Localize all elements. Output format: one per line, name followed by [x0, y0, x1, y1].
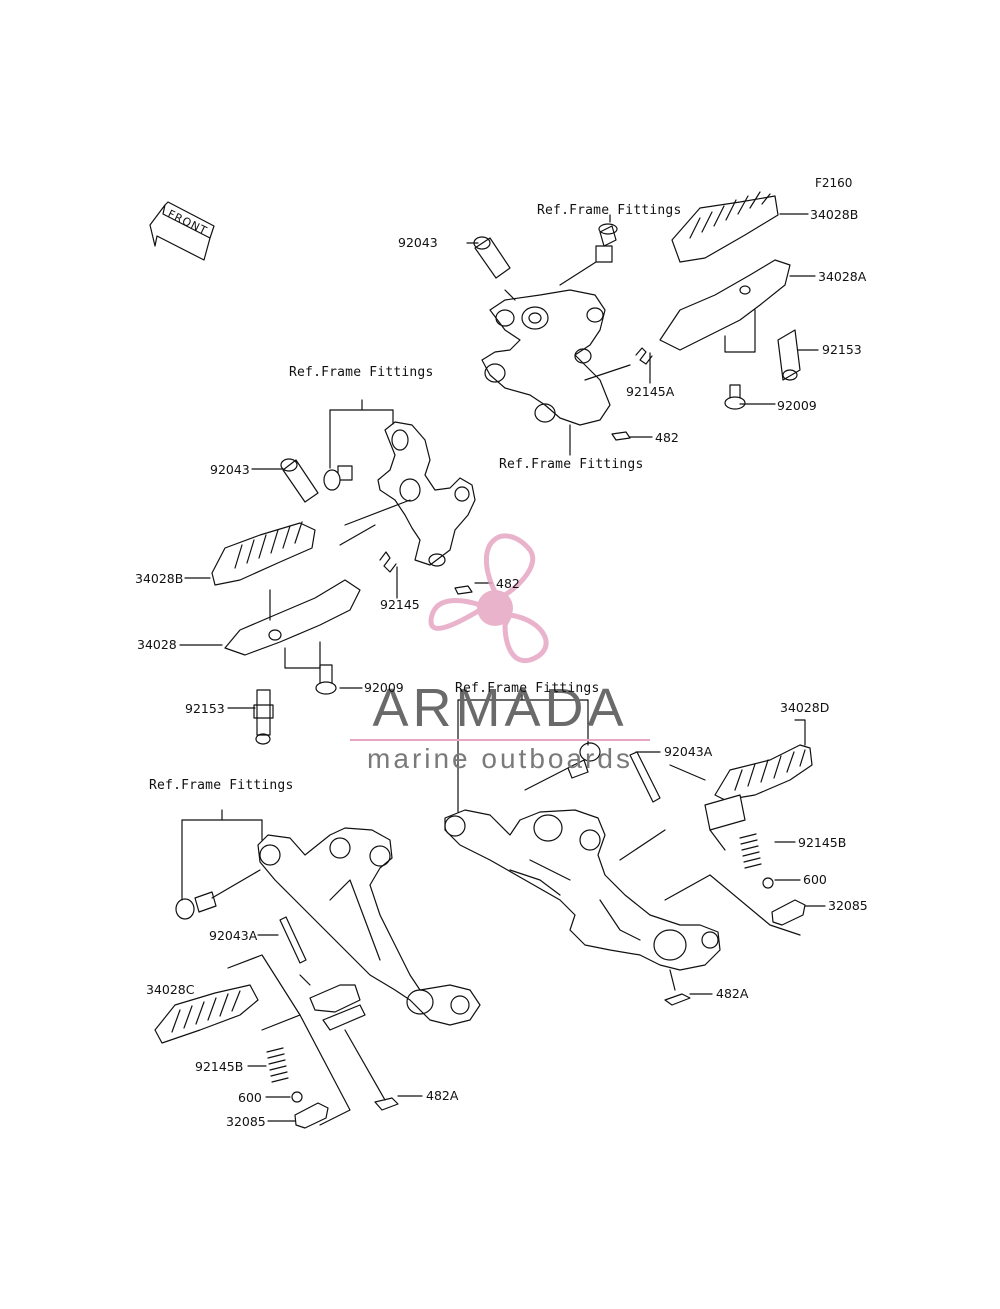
left-bracket — [377, 421, 476, 567]
label-92153-left: 92153 — [185, 701, 225, 716]
label-ref-frame-lower-right: Ref.Frame Fittings — [455, 681, 600, 696]
label-34028D: 34028D — [780, 700, 830, 715]
watermark-rule — [350, 739, 650, 741]
lower-left-footpeg-34028C — [154, 984, 259, 1044]
lower-right-pin-92043A — [629, 751, 661, 803]
label-ref-frame-top-bottom: Ref.Frame Fittings — [499, 457, 644, 472]
left-bolt-92153 — [253, 689, 274, 745]
label-92043-top: 92043 — [398, 235, 438, 250]
diagram-code: F2160 — [815, 176, 853, 190]
lower-right-washer-482A — [664, 993, 691, 1006]
top-bracket-34028A — [659, 259, 791, 351]
label-482A-left: 482A — [426, 1088, 459, 1103]
label-34028B-left: 34028B — [135, 571, 184, 586]
top-right-bracket — [481, 289, 611, 426]
label-ref-frame-lower-left: Ref.Frame Fittings — [149, 778, 294, 793]
label-ref-frame-left: Ref.Frame Fittings — [289, 365, 434, 380]
top-bolt — [595, 223, 618, 263]
label-92145A: 92145A — [626, 384, 675, 399]
left-bolt-92009 — [315, 664, 337, 695]
lower-right-spring-92145B — [739, 833, 762, 869]
watermark-tagline: marine outboards — [367, 743, 633, 774]
label-34028C: 34028C — [146, 982, 195, 997]
label-600-right: 600 — [803, 872, 827, 887]
label-32085-right: 32085 — [828, 898, 868, 913]
label-92009-top: 92009 — [777, 398, 817, 413]
watermark-brand: ARMADA — [372, 678, 628, 738]
lower-left-washer-482A — [374, 1097, 399, 1111]
left-bracket-34028 — [224, 579, 361, 656]
label-92043-left: 92043 — [210, 462, 250, 477]
lower-right-footpeg-34028D — [704, 744, 813, 831]
label-482-left: 482 — [496, 576, 520, 591]
top-footpeg-34028B — [671, 191, 779, 263]
label-92153-top: 92153 — [822, 342, 862, 357]
top-washer-482 — [611, 431, 631, 441]
lower-right-ball-600 — [762, 877, 774, 889]
top-bolt-92009 — [724, 384, 746, 410]
left-footpeg-34028B — [211, 521, 316, 586]
lower-right-bolt — [567, 742, 601, 779]
label-482-top: 482 — [655, 430, 679, 445]
label-92145B-right: 92145B — [798, 835, 847, 850]
left-pin-92043 — [280, 458, 319, 503]
lower-left-detent-32085 — [294, 1102, 329, 1129]
label-92043A-left: 92043A — [209, 928, 258, 943]
lower-left-arm — [309, 984, 366, 1031]
label-600-left: 600 — [238, 1090, 262, 1105]
label-92043A-right: 92043A — [664, 744, 713, 759]
front-arrow-icon — [149, 201, 215, 261]
lower-right-bracket — [444, 809, 721, 971]
left-bolt — [323, 465, 353, 491]
label-34028B-top: 34028B — [810, 207, 859, 222]
lower-left-bolt — [175, 891, 217, 920]
label-34028: 34028 — [137, 637, 177, 652]
label-92145B-left: 92145B — [195, 1059, 244, 1074]
lower-left-ball-600 — [291, 1091, 303, 1103]
label-ref-frame-top: Ref.Frame Fittings — [537, 203, 682, 218]
top-spring-92145A — [635, 347, 653, 365]
top-bolt-92153 — [777, 329, 801, 381]
label-92009-left: 92009 — [364, 680, 404, 695]
label-92145: 92145 — [380, 597, 420, 612]
lower-left-pin-92043A — [279, 916, 307, 964]
left-washer-482 — [454, 585, 473, 595]
lower-left-spring-92145B — [266, 1047, 289, 1083]
lower-left-bracket — [257, 827, 481, 1026]
label-34028A: 34028A — [818, 269, 867, 284]
label-482A-right: 482A — [716, 986, 749, 1001]
top-pin-92043 — [473, 236, 511, 279]
left-spring-92145 — [379, 551, 397, 573]
lower-right-detent-32085 — [771, 899, 806, 926]
watermark-propeller-logo — [428, 533, 549, 664]
label-32085-left: 32085 — [226, 1114, 266, 1129]
